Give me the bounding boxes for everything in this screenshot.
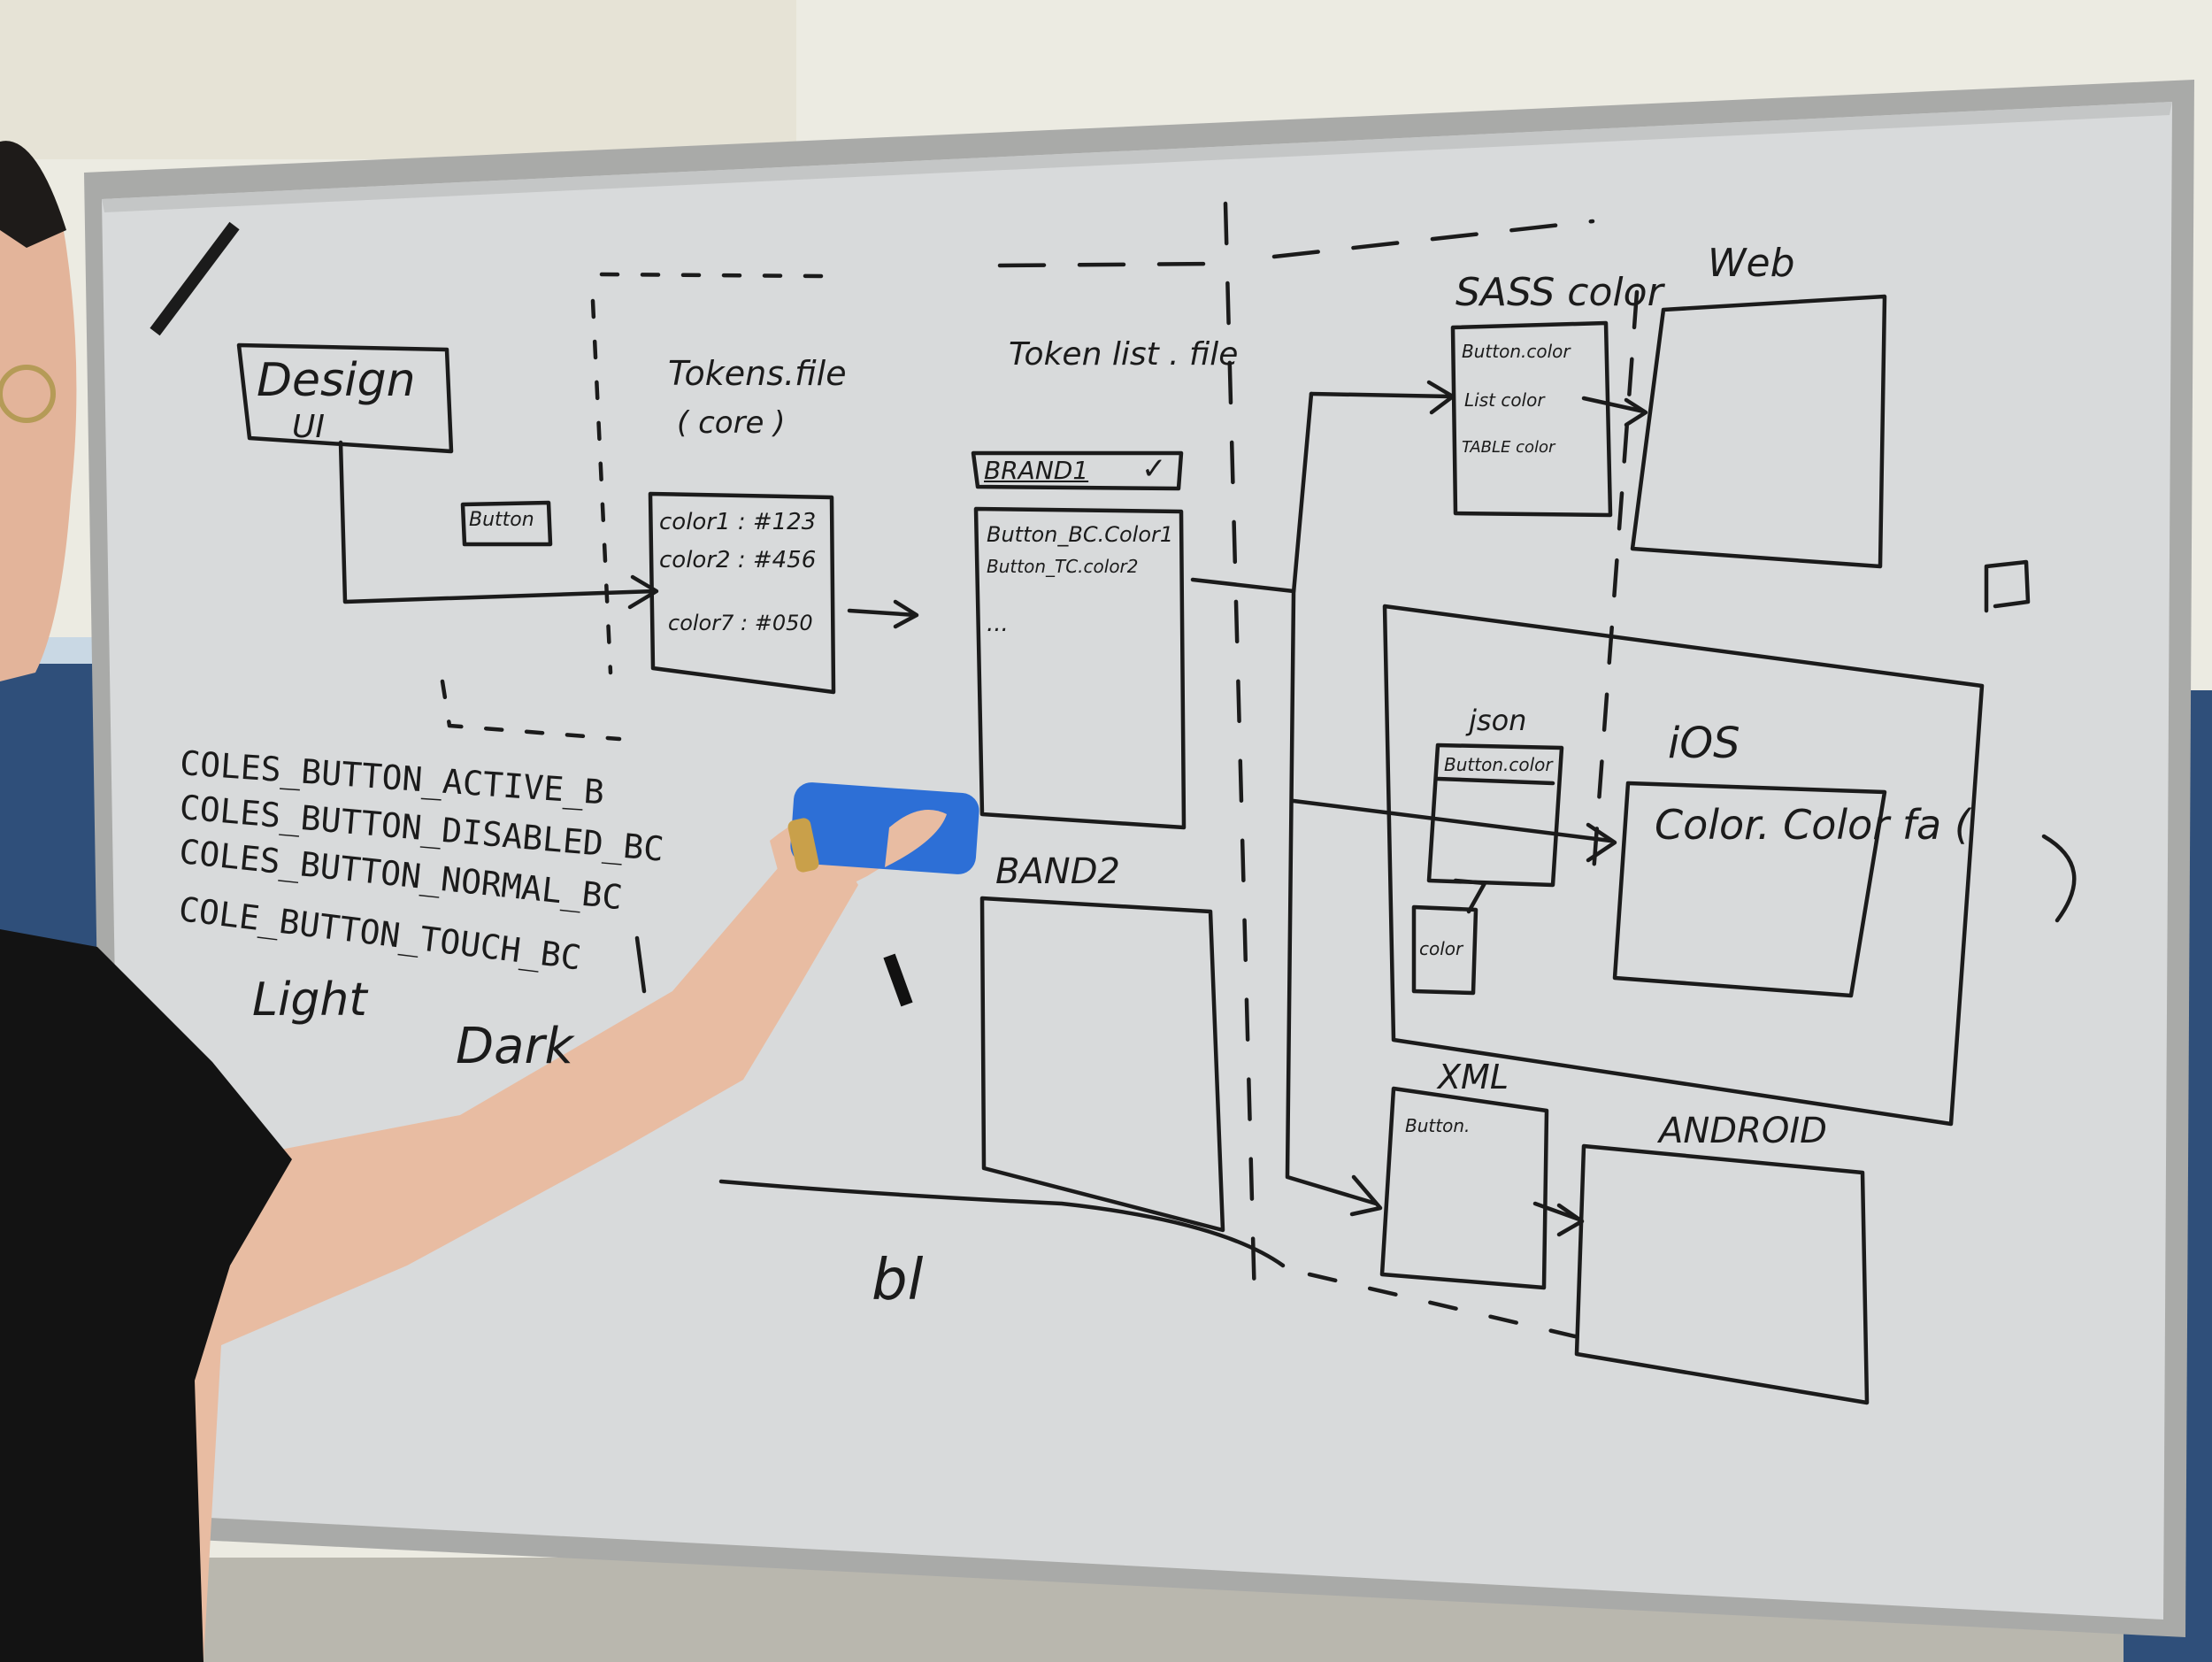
ios-code: Color. Color fa ( bbox=[1655, 801, 1970, 849]
ui-label: UI bbox=[292, 409, 325, 445]
web-label: Web bbox=[1708, 241, 1795, 286]
brand1-check: ✓ bbox=[1141, 451, 1167, 487]
footer-scribble: bl bbox=[872, 1248, 923, 1313]
json-item: Button.color bbox=[1444, 754, 1553, 775]
mode-dark: Dark bbox=[456, 1018, 573, 1075]
token-list-title: Token list . file bbox=[1009, 336, 1238, 373]
core-token-1: color1 : #123 bbox=[659, 509, 816, 535]
sass-item-1: Button.color bbox=[1462, 341, 1571, 362]
brand1-item-2: Button_TC.color2 bbox=[987, 556, 1139, 577]
core-token-3: color7 : #050 bbox=[668, 611, 813, 635]
sass-title: SASS color bbox=[1455, 270, 1663, 315]
xml-title: XML bbox=[1438, 1058, 1509, 1096]
brand1-item-3: ... bbox=[987, 611, 1009, 637]
json-title: json bbox=[1469, 704, 1526, 737]
design-label: Design bbox=[257, 354, 416, 407]
json-sub-label: color bbox=[1419, 938, 1463, 959]
tokens-file-title: Tokens.file bbox=[668, 354, 847, 393]
android-label: ANDROID bbox=[1659, 1111, 1827, 1151]
sass-item-2: List color bbox=[1464, 389, 1545, 411]
ios-label: iOS bbox=[1668, 719, 1740, 768]
trunk-to-sass bbox=[1311, 394, 1451, 396]
wall-upper-left bbox=[0, 0, 796, 159]
sass-item-3: TABLE color bbox=[1462, 438, 1555, 457]
tokens-file-subtitle: ( core ) bbox=[677, 405, 786, 441]
brand1-label: BRAND1 bbox=[984, 456, 1088, 485]
mode-light: Light bbox=[252, 973, 367, 1027]
brand2-label: BAND2 bbox=[995, 851, 1120, 892]
xml-item: Button. bbox=[1405, 1115, 1470, 1136]
core-token-2: color2 : #456 bbox=[659, 547, 816, 573]
brand1-item-1: Button_BC.Color1 bbox=[987, 522, 1173, 547]
button-tag-label: Button bbox=[469, 509, 534, 531]
